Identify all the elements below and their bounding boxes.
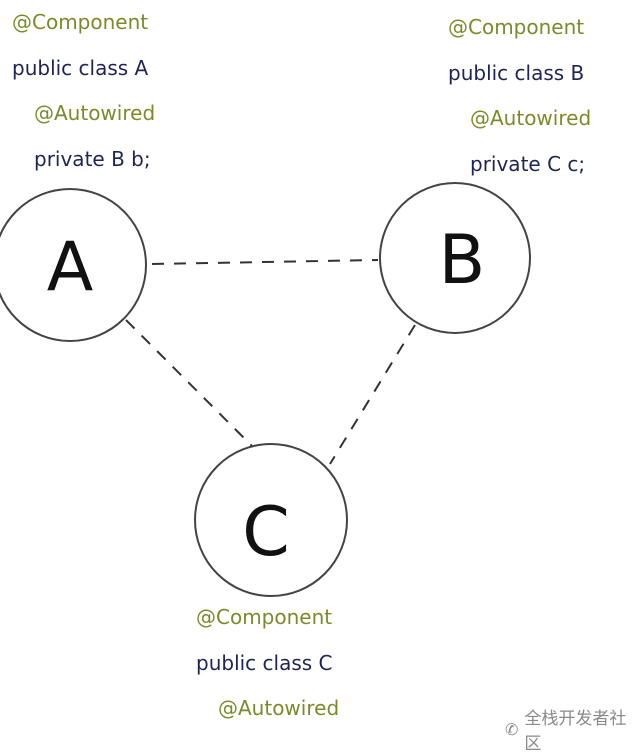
node-c: C bbox=[194, 443, 348, 597]
watermark: ✆ 全栈开发者社区 bbox=[505, 704, 640, 754]
edge-a-c bbox=[125, 319, 253, 447]
a-class-decl: public class A bbox=[12, 56, 149, 80]
c-annotation: @Component bbox=[196, 605, 333, 629]
a-field-annotation: @Autowired bbox=[34, 101, 156, 125]
c-class-decl: public class C bbox=[196, 651, 333, 675]
b-field-decl: private C c; bbox=[470, 152, 586, 176]
a-field-decl: private B b; bbox=[34, 147, 151, 171]
node-b: B bbox=[379, 182, 531, 334]
b-class-decl: public class B bbox=[448, 61, 585, 85]
watermark-text: 全栈开发者社区 bbox=[524, 709, 627, 754]
b-field-annotation: @Autowired bbox=[470, 106, 592, 130]
edge-a-b bbox=[151, 259, 379, 265]
a-annotation: @Component bbox=[12, 10, 149, 34]
edge-b-c bbox=[329, 324, 416, 465]
node-a-label: A bbox=[47, 228, 94, 307]
c-field-annotation: @Autowired bbox=[218, 696, 340, 720]
wechat-icon: ✆ bbox=[505, 719, 519, 739]
node-a: A bbox=[0, 188, 147, 342]
node-c-label: C bbox=[242, 493, 289, 572]
b-annotation: @Component bbox=[448, 15, 585, 39]
node-b-label: B bbox=[439, 221, 486, 300]
